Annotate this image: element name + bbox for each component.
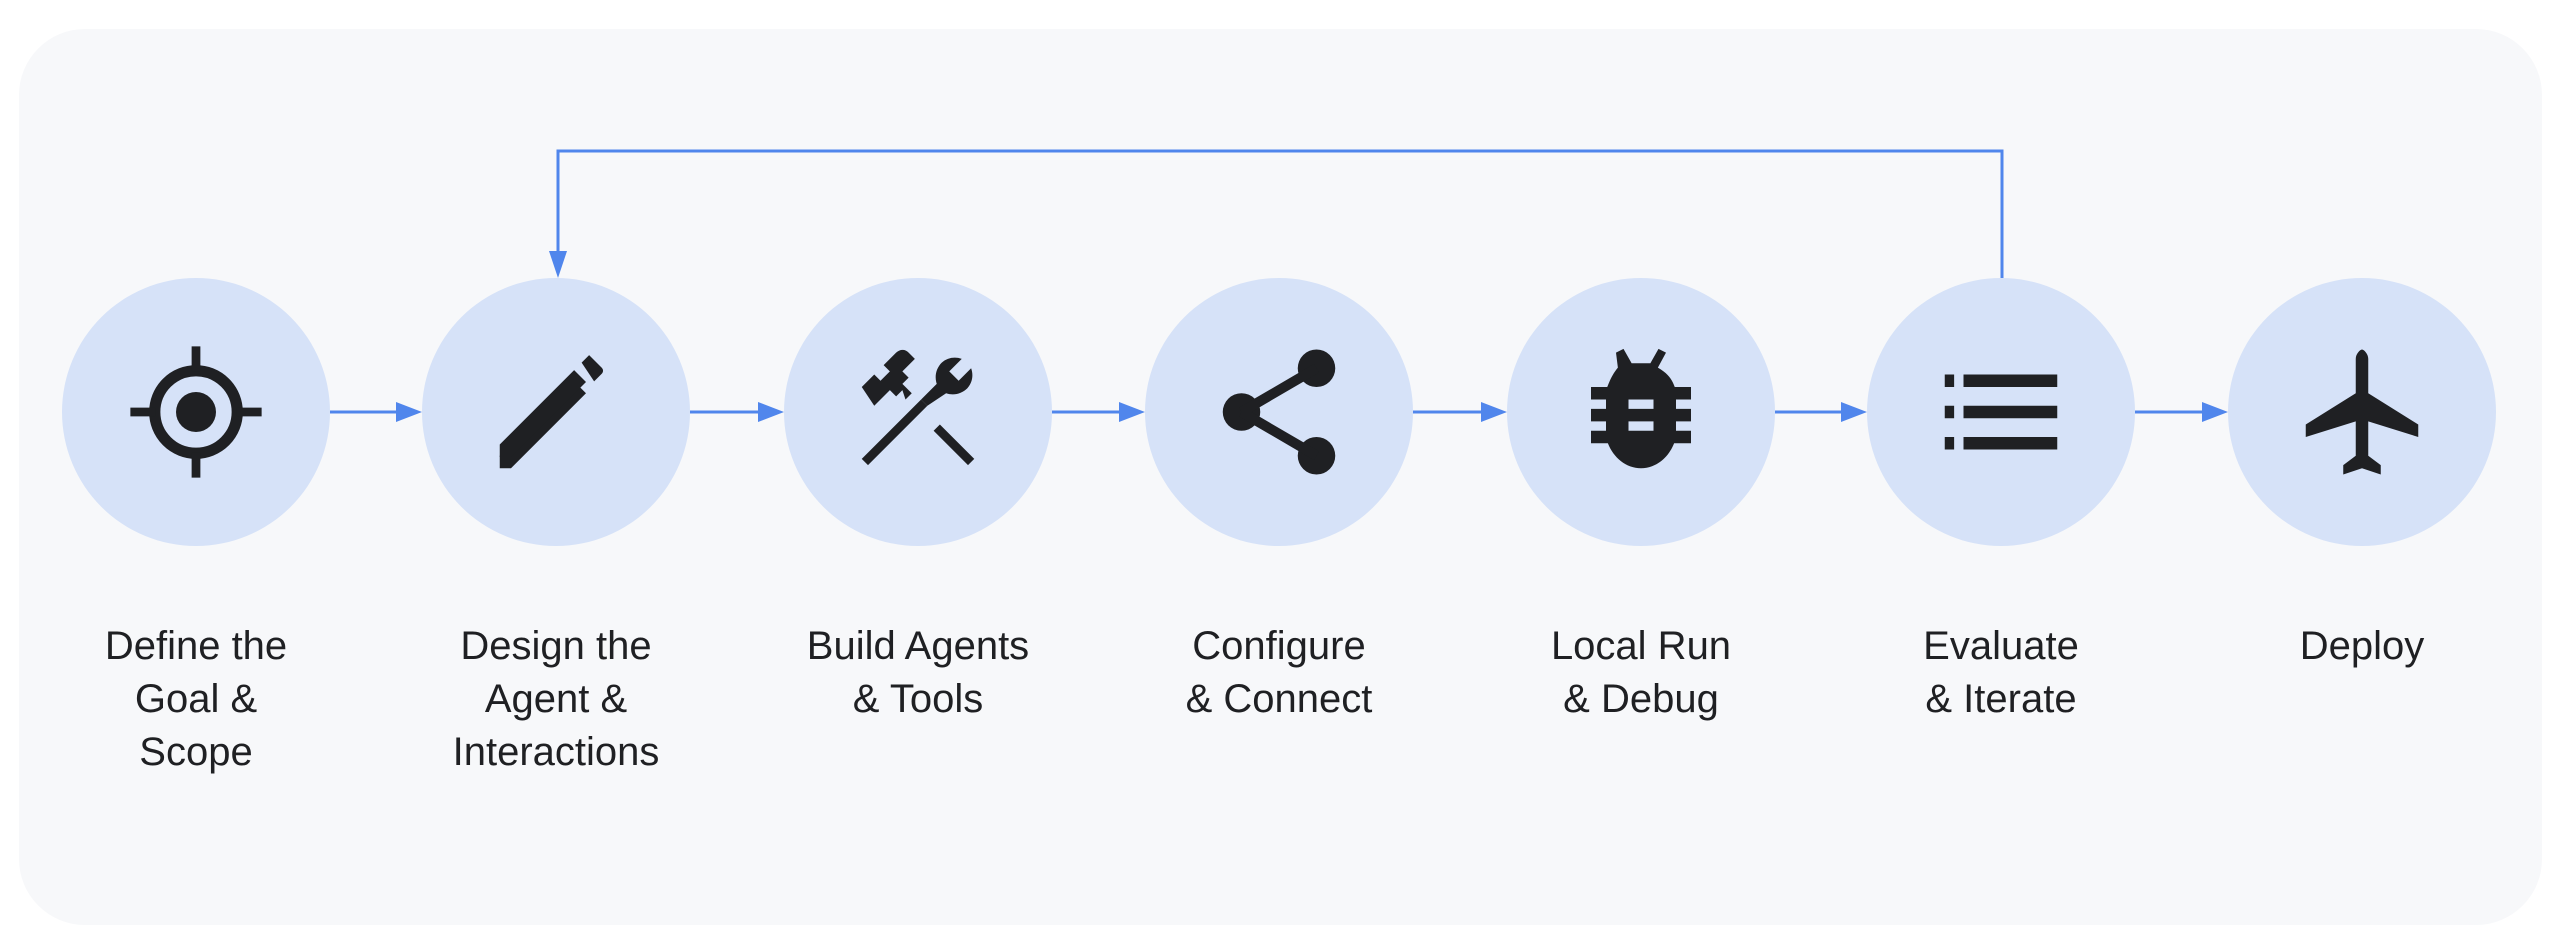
flow-arrowhead-5 [1841,402,1867,422]
step-label-line: Configure [1192,624,1366,668]
step-label-3: Build Agents & Tools [738,620,1098,726]
step-label-line: & Iterate [1925,677,2077,721]
step-label-4: Configure & Connect [1099,620,1459,726]
step-label-line: Goal & [134,677,258,721]
step-label-line: Define the [104,624,288,668]
bug-icon [1591,348,1691,469]
pencil-icon [499,355,604,469]
tools-icon [861,349,975,466]
step-label-line: Deploy [2299,624,2425,668]
step-label-5: Local Run & Debug [1461,620,1821,726]
step-label-line: Evaluate [1923,624,2079,668]
flow-arrowhead-1 [396,402,422,422]
step-label-6: Evaluate & Iterate [1821,620,2181,726]
step-label-line: Agent & [484,677,628,721]
flow-arrowhead-6 [2202,402,2228,422]
step-label-line: Design the [460,624,652,668]
list-icon [1944,374,2058,450]
step-node-6 [1867,278,2135,546]
step-node-2 [422,278,690,546]
step-node-5 [1507,278,1775,546]
step-node-7 [2228,278,2496,546]
airplane-icon [2305,349,2419,475]
step-label-line: Scope [139,730,253,774]
step-node-3 [784,278,1052,546]
step-label-7: Deploy [2182,620,2542,673]
flow-arrowhead-2 [758,402,784,422]
step-node-1 [62,278,330,546]
flow-arrowhead-4 [1481,402,1507,422]
feedback-loop-arrowhead [549,251,567,278]
step-label-line: & Debug [1563,677,1719,721]
step-label-line: Local Run [1550,624,1732,668]
feedback-loop-arrow [556,149,2004,278]
step-node-4 [1145,278,1413,546]
step-label-line: Build Agents [806,624,1030,668]
step-label-line: Interactions [452,730,660,774]
step-label-line: & Tools [852,677,984,721]
target-icon [130,346,262,478]
share-icon [1222,349,1336,475]
flow-arrowhead-3 [1119,402,1145,422]
step-label-line: & Connect [1185,677,1373,721]
